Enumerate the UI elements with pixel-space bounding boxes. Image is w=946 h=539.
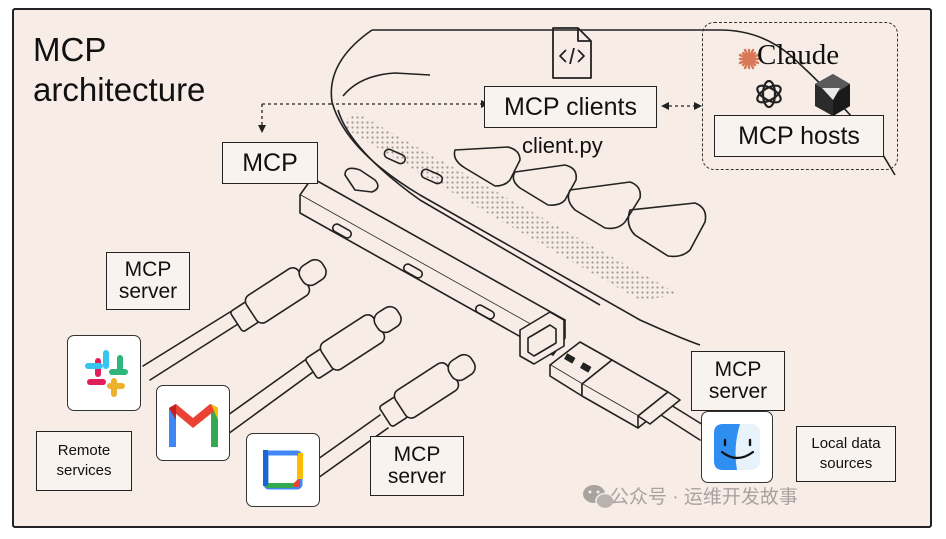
mcp-hosts-label: MCP hosts <box>738 121 860 150</box>
mcp-label: MCP <box>242 148 298 177</box>
mcp-clients-box: MCP clients <box>484 86 657 128</box>
code-file-icon <box>552 27 592 79</box>
local-data-sources-box: Local data sources <box>796 426 896 482</box>
diagram-title: MCP architecture <box>33 31 206 108</box>
laptop-ports <box>383 148 444 185</box>
slack-tile <box>67 335 141 411</box>
wechat-icon <box>583 485 615 510</box>
finder-tile <box>701 411 773 483</box>
mcp-server-label: MCP server <box>387 443 447 488</box>
mcp-server-label: MCP server <box>708 358 768 403</box>
mcp-clients-label: MCP clients <box>504 92 637 121</box>
usba-plug <box>549 341 681 429</box>
openai-logo-icon <box>756 79 782 109</box>
usb-hub <box>299 167 566 365</box>
local-data-sources-label: Local data sources <box>811 435 881 472</box>
claude-wordmark: Claude <box>757 39 840 71</box>
claude-logo-icon <box>738 48 760 70</box>
mcp-hosts-box: MCP hosts <box>714 115 884 157</box>
remote-services-box: Remote services <box>36 431 132 491</box>
calendar-day: 31 <box>274 465 291 482</box>
connector-arrows <box>261 103 700 128</box>
watermark: 公众号 · 运维开发故事 <box>610 487 798 508</box>
mcp-server-label: MCP server <box>118 258 178 303</box>
remote-services-label: Remote services <box>56 442 112 479</box>
cursor-logo-icon <box>815 74 850 116</box>
keyboard-keys <box>453 146 707 258</box>
google-calendar-tile: 31 <box>246 433 320 507</box>
mcp-server-box-remote-top: MCP server <box>106 252 190 310</box>
gmail-tile <box>156 385 230 461</box>
mcp-server-box-remote-bottom: MCP server <box>370 436 464 496</box>
mcp-server-box-local: MCP server <box>691 351 785 411</box>
mcp-protocol-box: MCP <box>222 142 318 184</box>
usbc-plugs <box>230 258 476 427</box>
hosts-group <box>702 22 898 170</box>
client-file-label: client.py <box>522 133 603 158</box>
